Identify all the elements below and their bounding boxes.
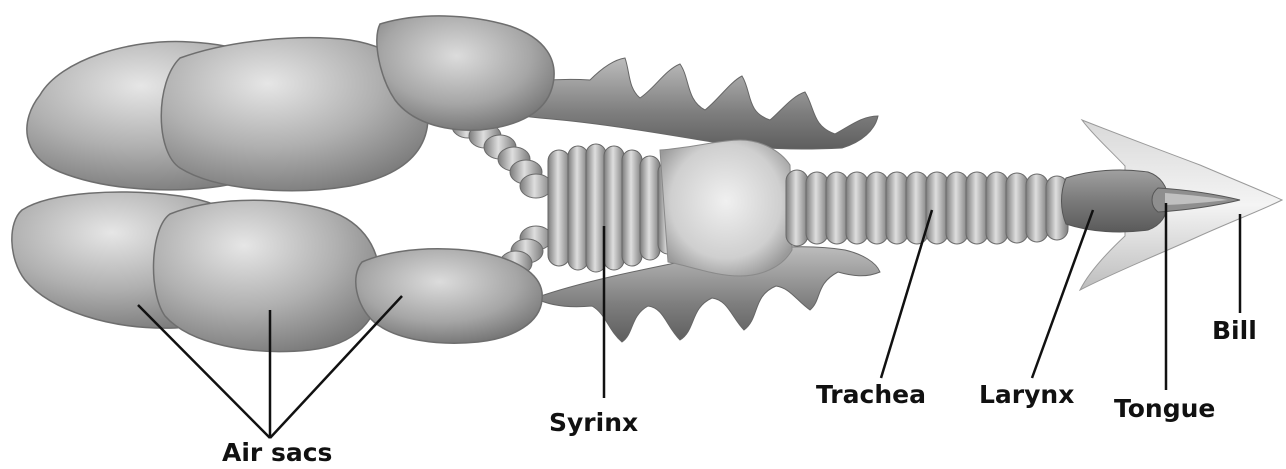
- trachea: [786, 170, 1068, 246]
- label-trachea: Trachea: [816, 382, 926, 407]
- air-sac-lower-middle: [154, 200, 380, 351]
- syringeal-box: [660, 140, 792, 276]
- syrinx: [548, 144, 678, 272]
- label-larynx: Larynx: [979, 382, 1074, 407]
- air-sac-lower-right: [356, 249, 542, 343]
- label-tongue: Tongue: [1114, 396, 1215, 421]
- label-syrinx: Syrinx: [549, 410, 638, 435]
- label-bill: Bill: [1212, 318, 1257, 343]
- label-air-sacs: Air sacs: [222, 440, 332, 465]
